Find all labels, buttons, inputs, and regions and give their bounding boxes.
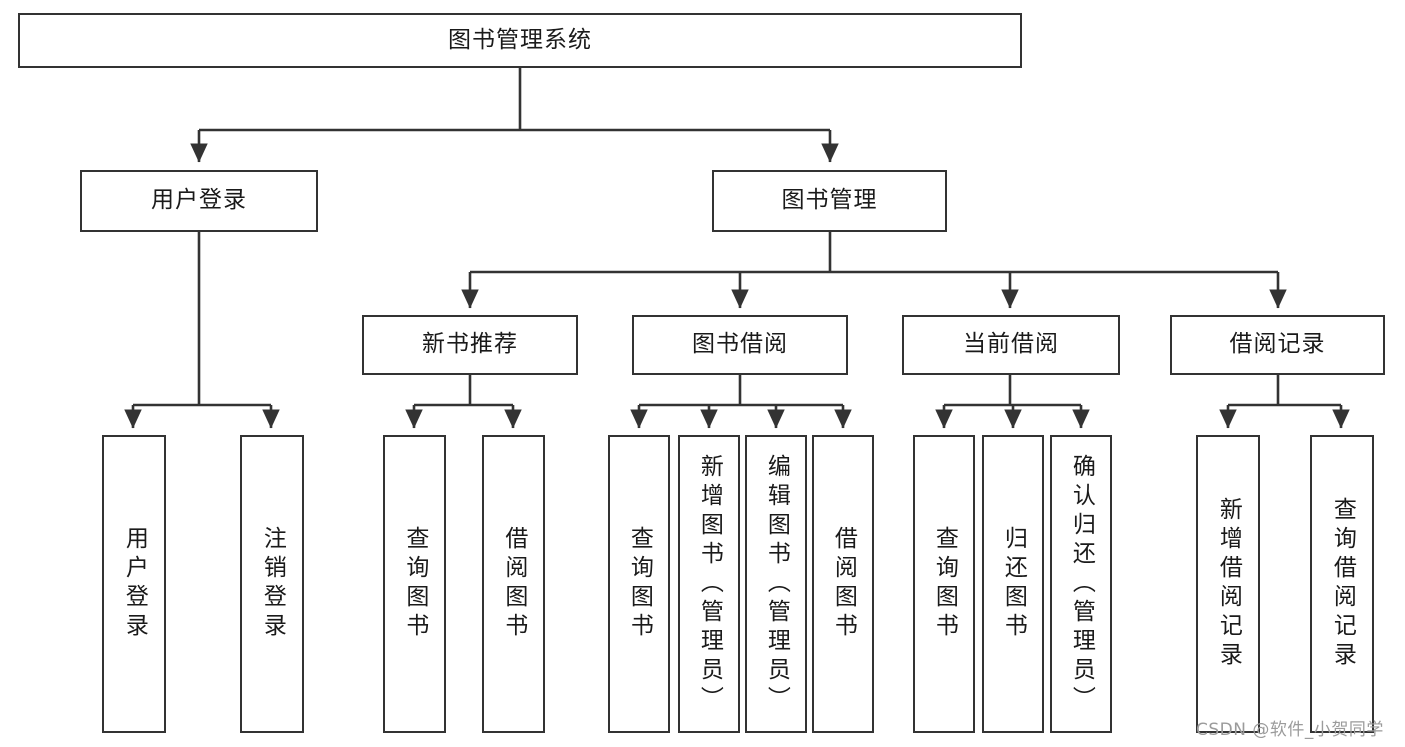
leaf-query-book-3-label: 查询图书 — [931, 526, 958, 642]
leaf-borrow-book-2[interactable]: 借阅图书 — [812, 435, 874, 733]
leaf-query-record-label: 查询借阅记录 — [1329, 497, 1356, 671]
node-new-book-recommend-label: 新书推荐 — [422, 331, 518, 358]
leaf-query-book-2[interactable]: 查询图书 — [608, 435, 670, 733]
node-current-borrow-label: 当前借阅 — [963, 331, 1059, 358]
csdn-watermark: CSDN @软件_小贺同学 — [1196, 720, 1384, 740]
leaf-logout-login-label: 注销登录 — [259, 526, 286, 642]
leaf-logout-login[interactable]: 注销登录 — [240, 435, 304, 733]
leaf-borrow-book-2-label: 借阅图书 — [830, 526, 857, 642]
leaf-user-login-label: 用户登录 — [121, 526, 148, 642]
leaf-query-record[interactable]: 查询借阅记录 — [1310, 435, 1374, 733]
leaf-add-book[interactable]: 新增图书（管理员） — [678, 435, 740, 733]
leaf-add-book-label: 新增图书（管理员） — [696, 453, 723, 715]
leaf-edit-book[interactable]: 编辑图书（管理员） — [745, 435, 807, 733]
node-book-borrow-label: 图书借阅 — [692, 331, 788, 358]
leaf-add-record-label: 新增借阅记录 — [1215, 497, 1242, 671]
node-new-book-recommend[interactable]: 新书推荐 — [362, 315, 578, 375]
leaf-return-book-label: 归还图书 — [1000, 526, 1027, 642]
leaf-user-login[interactable]: 用户登录 — [102, 435, 166, 733]
node-book-management-label: 图书管理 — [781, 187, 878, 214]
leaf-return-book[interactable]: 归还图书 — [982, 435, 1044, 733]
leaf-query-book-1[interactable]: 查询图书 — [383, 435, 446, 733]
node-current-borrow[interactable]: 当前借阅 — [902, 315, 1120, 375]
node-root-system[interactable]: 图书管理系统 — [18, 13, 1022, 68]
leaf-add-record[interactable]: 新增借阅记录 — [1196, 435, 1260, 733]
node-book-borrow[interactable]: 图书借阅 — [632, 315, 848, 375]
node-root-system-label: 图书管理系统 — [448, 26, 592, 53]
leaf-edit-book-label: 编辑图书（管理员） — [763, 453, 790, 715]
node-user-login[interactable]: 用户登录 — [80, 170, 318, 232]
node-borrow-record-label: 借阅记录 — [1229, 331, 1326, 358]
leaf-borrow-book-1-label: 借阅图书 — [500, 526, 527, 642]
node-borrow-record[interactable]: 借阅记录 — [1170, 315, 1385, 375]
leaf-query-book-1-label: 查询图书 — [401, 526, 428, 642]
leaf-borrow-book-1[interactable]: 借阅图书 — [482, 435, 545, 733]
node-book-management[interactable]: 图书管理 — [712, 170, 947, 232]
leaf-confirm-return[interactable]: 确认归还（管理员） — [1050, 435, 1112, 733]
leaf-query-book-3[interactable]: 查询图书 — [913, 435, 975, 733]
node-user-login-label: 用户登录 — [151, 187, 247, 214]
leaf-confirm-return-label: 确认归还（管理员） — [1068, 453, 1095, 715]
leaf-query-book-2-label: 查询图书 — [626, 526, 653, 642]
